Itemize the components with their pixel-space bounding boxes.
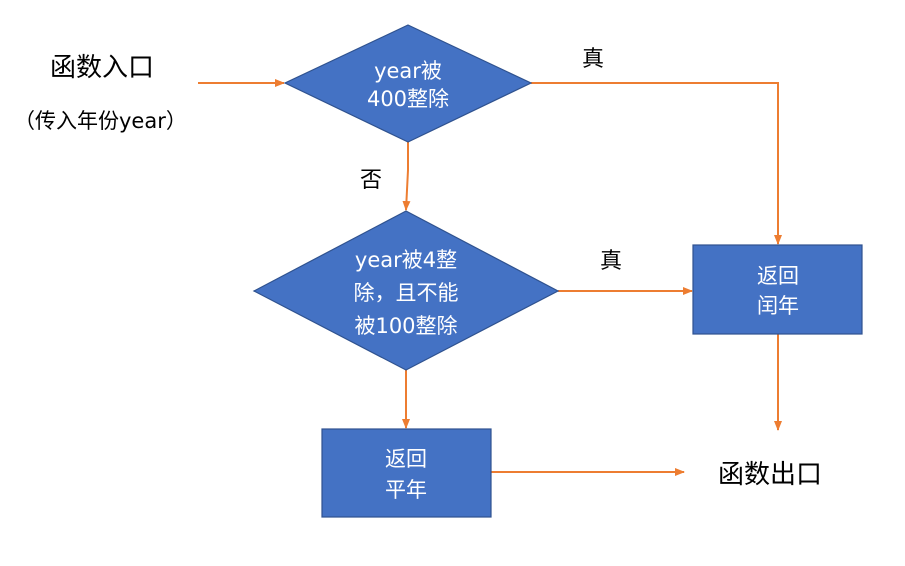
return-common-year-box: 返回 平年 <box>321 428 492 518</box>
return-leap-year-box: 返回 闰年 <box>692 244 863 335</box>
edge-decision1-true-to-leap <box>531 82 782 245</box>
label-decision2-true: 真 <box>600 249 622 274</box>
common-box-line-1: 返回 <box>385 447 427 471</box>
decision1-line-2: 400整除 <box>367 87 449 111</box>
exit-title: 函数出口 <box>718 460 822 490</box>
decision2-line-3: 被100整除 <box>354 314 457 338</box>
edge-decision1-false-to-decision2 <box>402 142 411 211</box>
decision2-line-1: year被4整 <box>355 248 457 272</box>
entry-subtitle: （传入年份year） <box>14 109 187 133</box>
entry-title: 函数入口 <box>50 53 154 83</box>
decision1-line-1: year被 <box>374 59 442 83</box>
decision-divisible-by-400: year被 400整除 <box>283 24 533 143</box>
leap-box-line-1: 返回 <box>757 264 799 288</box>
label-decision1-true: 真 <box>582 47 604 72</box>
common-box-line-2: 平年 <box>385 478 427 502</box>
label-decision1-false: 否 <box>360 168 382 193</box>
decision-divisible-by-4-not-100: year被4整 除，且不能 被100整除 <box>252 210 560 371</box>
decision2-line-2: 除，且不能 <box>354 281 459 305</box>
leap-box-line-2: 闰年 <box>757 294 799 318</box>
